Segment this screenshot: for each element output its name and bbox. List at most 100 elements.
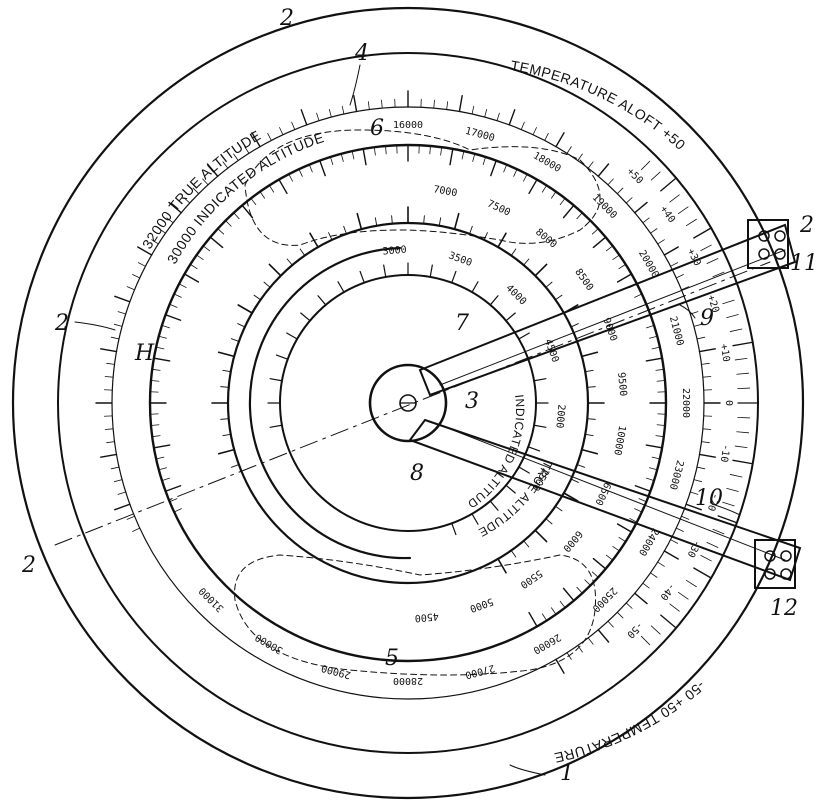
tick-mark <box>117 311 127 315</box>
tick-mark <box>513 168 518 177</box>
tick-mark <box>237 323 246 328</box>
tick-mark <box>541 185 548 193</box>
tick-mark <box>657 239 665 245</box>
upper-end-plate <box>747 219 789 269</box>
tick-mark <box>222 161 229 169</box>
tick-mark <box>591 571 599 578</box>
tick-mark <box>362 148 367 166</box>
tick-mark <box>158 467 167 471</box>
tick-mark <box>587 637 594 645</box>
tick-mark <box>299 248 306 257</box>
tick-mark <box>106 362 115 365</box>
tick-mark <box>241 204 254 219</box>
tick-mark <box>237 304 253 314</box>
scale-value-label: 10000 <box>611 424 627 456</box>
scale-value-label: 30000 <box>253 631 285 656</box>
tick-mark <box>161 325 170 329</box>
scale-value-label: 6000 <box>560 528 584 554</box>
center-hub[interactable] <box>368 363 448 443</box>
tick-mark <box>453 212 460 230</box>
tick-mark <box>655 435 665 438</box>
tick-mark <box>616 273 633 283</box>
scale-value-label: 8500 <box>572 267 595 293</box>
ref-4: 4 <box>354 41 369 66</box>
base-disc-outer <box>11 6 805 800</box>
ref-11: 11 <box>790 251 817 276</box>
tick-mark <box>523 540 530 548</box>
tick-mark <box>581 448 599 455</box>
scale-value-label: 22000 <box>680 388 691 418</box>
tick-mark <box>533 424 547 428</box>
tick-mark <box>222 433 232 437</box>
tick-mark <box>137 262 146 267</box>
tick-mark <box>528 611 538 628</box>
tick-mark <box>693 567 712 579</box>
tick-mark <box>391 215 393 225</box>
scale-value-label: 23000 <box>667 459 685 491</box>
tick-mark <box>563 492 579 502</box>
tick-mark <box>440 146 443 156</box>
scale-value-label: +10 <box>718 343 732 363</box>
tick-mark <box>649 467 658 471</box>
tick-mark <box>278 178 288 195</box>
leader-10 <box>714 504 741 516</box>
scale-value-label: -40 <box>658 581 678 602</box>
scale-value-label: 21000 <box>667 315 685 347</box>
tick-mark <box>510 549 517 558</box>
tick-mark <box>696 336 706 340</box>
tick-mark <box>605 554 614 561</box>
scale-value-label: 24000 <box>636 526 661 558</box>
tick-mark <box>268 185 275 193</box>
scale-value-label: 26000 <box>531 631 563 656</box>
tick-mark <box>616 611 624 619</box>
tick-mark <box>471 513 479 525</box>
tick-mark <box>158 335 167 339</box>
tick-mark <box>385 145 387 155</box>
tick-mark <box>689 491 699 495</box>
tick-mark <box>190 263 198 270</box>
tick-mark <box>592 557 607 570</box>
tick-mark <box>663 550 679 560</box>
tick-mark <box>570 478 579 483</box>
dashed-region-5 <box>234 554 597 676</box>
tick-mark <box>137 246 153 256</box>
tick-mark <box>151 435 161 438</box>
tick-mark <box>534 529 548 543</box>
upper-pointer-arm[interactable] <box>418 223 797 397</box>
dashed-region-4 <box>244 129 601 246</box>
tick-mark <box>651 456 661 460</box>
screw-icon <box>774 248 786 260</box>
tick-mark <box>458 95 463 113</box>
temp-aloft-top-label: TEMPERATURE ALOFT +50 <box>509 57 688 153</box>
tick-mark <box>541 613 548 621</box>
tick-mark <box>545 281 553 288</box>
tick-mark <box>562 204 575 219</box>
tick-mark <box>423 215 425 225</box>
tick-mark <box>483 232 488 241</box>
tick-mark <box>634 201 648 214</box>
tick-mark <box>183 197 191 204</box>
tick-mark <box>681 286 690 291</box>
tick-mark <box>100 348 118 353</box>
tick-mark <box>577 153 583 161</box>
lower-pointer-arm[interactable] <box>408 418 802 582</box>
scale-value-label: 5500 <box>518 567 544 590</box>
tick-mark <box>183 273 200 283</box>
tick-mark <box>269 378 283 382</box>
tick-mark <box>612 254 620 261</box>
tick-mark <box>298 168 303 177</box>
tick-mark <box>104 376 114 378</box>
tick-mark <box>373 146 376 156</box>
tick-mark <box>685 579 697 588</box>
tick-mark <box>736 431 750 434</box>
tick-mark <box>330 156 334 165</box>
tick-mark <box>576 586 583 594</box>
tick-mark <box>638 498 647 503</box>
scale-value-label: 7000 <box>432 184 458 199</box>
tick-mark <box>173 508 182 513</box>
tick-mark <box>657 561 665 567</box>
tick-mark <box>722 501 735 507</box>
tick-mark <box>616 523 633 533</box>
tick-mark <box>642 217 650 224</box>
tick-mark <box>698 348 716 353</box>
